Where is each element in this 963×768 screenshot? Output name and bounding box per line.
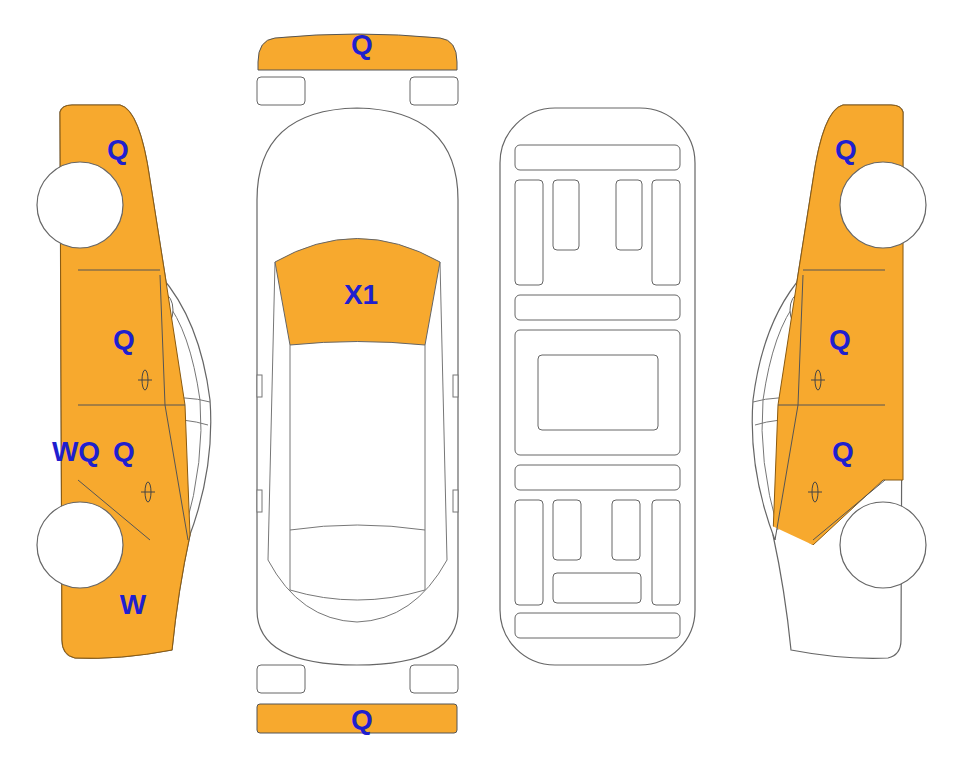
damage-code: Q — [832, 438, 854, 466]
damage-code: WQ — [52, 438, 100, 466]
damage-code: Q — [113, 438, 135, 466]
damage-code: Q — [113, 326, 135, 354]
damage-code: Q — [829, 326, 851, 354]
damage-code: W — [120, 591, 146, 619]
damage-code: X1 — [344, 281, 378, 309]
damage-code: Q — [351, 706, 373, 734]
damage-code: Q — [107, 136, 129, 164]
damage-code: Q — [351, 31, 373, 59]
damage-code: Q — [835, 136, 857, 164]
